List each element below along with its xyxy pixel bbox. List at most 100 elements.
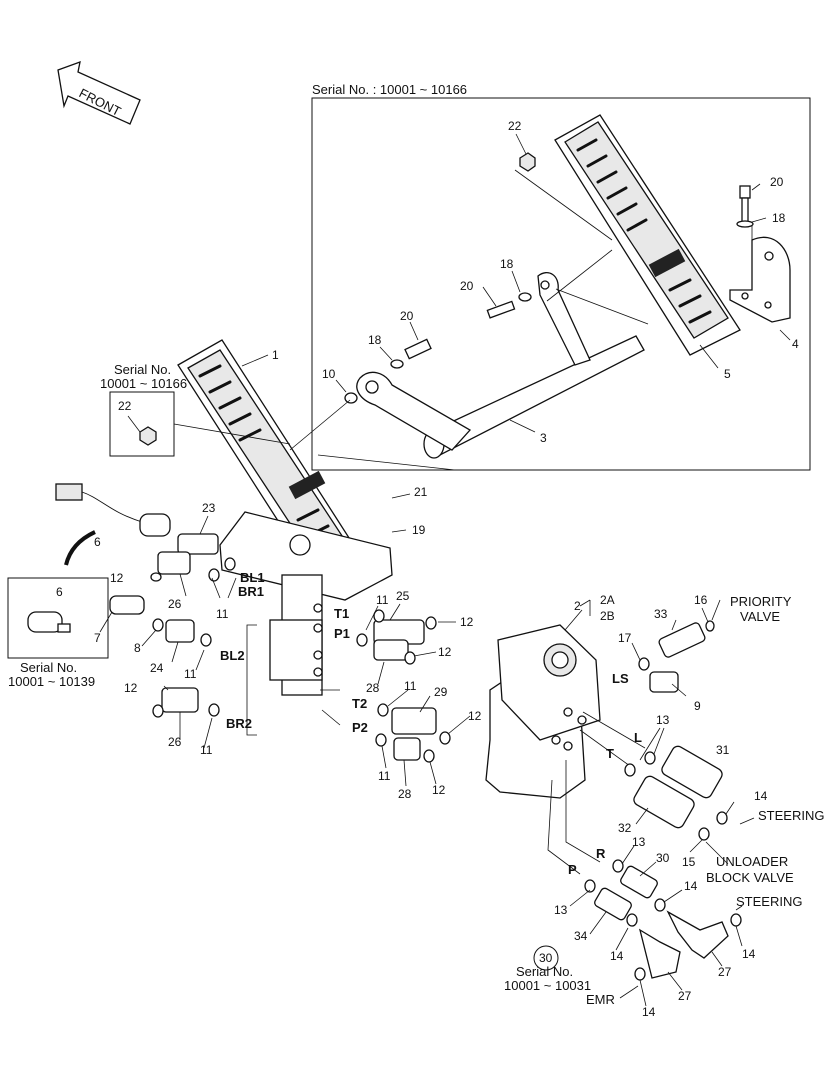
- callout-11: 11: [184, 667, 197, 681]
- callout-25: 25: [396, 589, 410, 603]
- callout-27: 27: [678, 989, 692, 1003]
- callout-12: 12: [432, 783, 446, 797]
- callout-20: 20: [770, 175, 784, 189]
- callout-1: 1: [272, 348, 279, 362]
- callout-14: 14: [742, 947, 756, 961]
- callout-11: 11: [200, 743, 213, 757]
- callout-12: 12: [468, 709, 482, 723]
- callout-7: 7: [94, 631, 101, 645]
- nut-22: [139, 426, 157, 446]
- serial-bottom-caption-b: 10001 ~ 10031: [504, 978, 591, 993]
- brake-valve: [219, 511, 393, 696]
- port-p2: P2: [352, 720, 368, 735]
- hose-lines: [547, 711, 646, 875]
- callout-26: 26: [168, 735, 182, 749]
- callout-32: 32: [618, 821, 632, 835]
- callout-18: 18: [500, 257, 514, 271]
- callout-13: 13: [632, 835, 646, 849]
- steering-label-1: STEERING: [758, 808, 824, 823]
- callout-15: 15: [682, 855, 696, 869]
- callout-19: 19: [412, 523, 426, 537]
- callout-4: 4: [792, 337, 799, 351]
- callout-11: 11: [216, 607, 229, 621]
- unloader-label-2: BLOCK VALVE: [706, 870, 794, 885]
- callout-34: 34: [574, 929, 588, 943]
- callout-10: 10: [322, 367, 336, 381]
- callout-29: 29: [434, 685, 448, 699]
- serial-22-caption-b: 10001 ~ 10166: [100, 376, 187, 391]
- serial-main-caption: Serial No. : 10001 ~ 10166: [312, 82, 467, 97]
- lower-fittings: [584, 859, 742, 981]
- callout-6: 6: [94, 535, 101, 549]
- priority-fittings: [638, 620, 715, 693]
- leader-lines: [99, 133, 791, 1007]
- callout-21: 21: [414, 485, 428, 499]
- priority-label-2: VALVE: [740, 609, 780, 624]
- callout-16: 16: [694, 593, 708, 607]
- callout-12: 12: [110, 571, 124, 585]
- port-lines: [246, 624, 341, 736]
- serial-sensor-caption-a: Serial No.: [20, 660, 77, 675]
- callout-22: 22: [118, 399, 132, 413]
- ref-circle-30: [533, 945, 559, 971]
- serial-sensor-caption-b: 10001 ~ 10139: [8, 674, 95, 689]
- port-bl2: BL2: [220, 648, 245, 663]
- callout-23: 23: [202, 501, 216, 515]
- callout-30-circled: 30: [539, 951, 553, 965]
- serial-frame-main: [311, 97, 811, 471]
- callout-13: 13: [656, 713, 670, 727]
- port-p: P: [568, 862, 577, 877]
- callout-20: 20: [460, 279, 474, 293]
- callout-2: 2: [574, 599, 581, 613]
- callout-3: 3: [540, 431, 547, 445]
- pressure-sensor: [27, 611, 71, 633]
- callout-33: 33: [654, 607, 668, 621]
- callouts: 22 20 18 18 20 20 18 4 5 1 10 3 22 21 19…: [56, 119, 799, 1019]
- wired-sensor: [55, 483, 171, 566]
- port-br1: BR1: [238, 584, 264, 599]
- valve-fittings: [356, 609, 451, 763]
- priority-label-1: PRIORITY: [730, 594, 792, 609]
- callout-14: 14: [610, 949, 624, 963]
- callout-22: 22: [508, 119, 522, 133]
- callout-12: 12: [124, 681, 138, 695]
- port-t2: T2: [352, 696, 367, 711]
- callout-14: 14: [754, 789, 768, 803]
- callout-18: 18: [772, 211, 786, 225]
- port-l: L: [634, 730, 642, 745]
- pedal-shaft: [356, 272, 645, 459]
- callout-6: 6: [56, 585, 63, 599]
- bracket: [729, 236, 791, 323]
- steering-label-2: STEERING: [736, 894, 802, 909]
- callout-28: 28: [366, 681, 380, 695]
- callout-14: 14: [642, 1005, 656, 1019]
- callout-17: 17: [618, 631, 632, 645]
- serial-22-caption-a: Serial No.: [114, 362, 171, 377]
- callout-27: 27: [718, 965, 732, 979]
- hardware-upper: [344, 152, 754, 404]
- accelerator-pedal: [554, 114, 741, 356]
- port-r: R: [596, 846, 606, 861]
- port-bl1: BL1: [240, 570, 265, 585]
- port-p1: P1: [334, 626, 350, 641]
- emr-label: EMR: [586, 992, 615, 1007]
- callout-13: 13: [554, 903, 568, 917]
- callout-28: 28: [398, 787, 412, 801]
- serial-bottom-caption-a: Serial No.: [516, 964, 573, 979]
- port-t1: T1: [334, 606, 349, 621]
- callout-11: 11: [376, 593, 389, 607]
- callout-12: 12: [438, 645, 452, 659]
- callout-31: 31: [716, 743, 730, 757]
- callout-2a: 2A: [600, 593, 615, 607]
- port-br2: BR2: [226, 716, 252, 731]
- callout-9: 9: [694, 699, 701, 713]
- port-ls: LS: [612, 671, 629, 686]
- callout-20: 20: [400, 309, 414, 323]
- front-arrow-icon: FRONT: [57, 60, 141, 125]
- port-t: T: [606, 746, 614, 761]
- callout-30: 30: [656, 851, 670, 865]
- callout-26: 26: [168, 597, 182, 611]
- callout-2b: 2B: [600, 609, 615, 623]
